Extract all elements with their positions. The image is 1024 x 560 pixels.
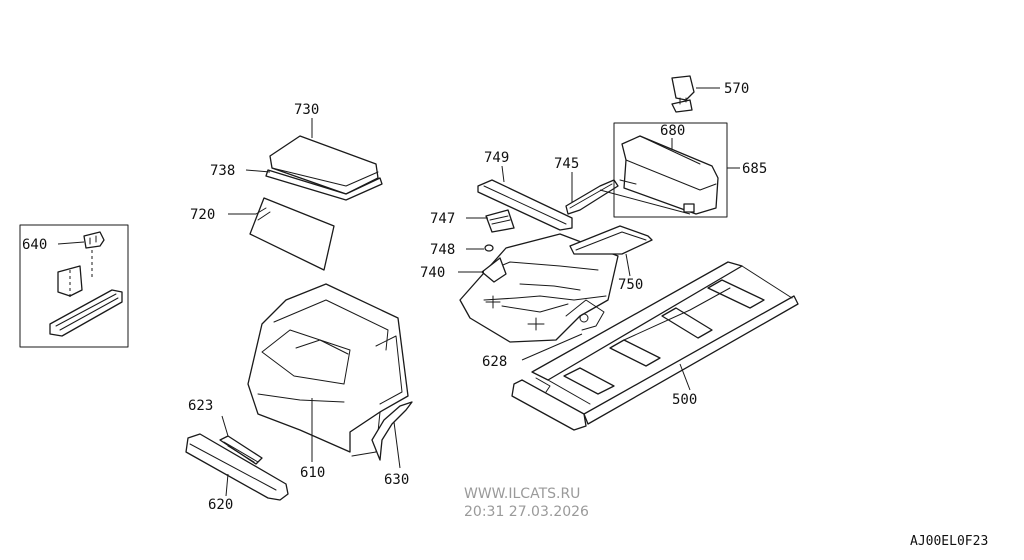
- callout-740[interactable]: 740: [420, 265, 445, 281]
- watermark-site: WWW.ILCATS.RU: [464, 486, 580, 502]
- cab-body-610[interactable]: [247, 283, 409, 457]
- grille-623[interactable]: [219, 435, 263, 465]
- callout-720[interactable]: 720: [190, 207, 215, 223]
- bumper-620[interactable]: [185, 433, 289, 501]
- callout-730[interactable]: 730: [294, 102, 319, 118]
- rail-745[interactable]: [565, 179, 619, 215]
- callout-628[interactable]: 628: [482, 354, 507, 370]
- member-750[interactable]: [569, 225, 653, 255]
- bracket-640[interactable]: [83, 231, 105, 249]
- frame-500[interactable]: [511, 261, 799, 431]
- windshield-720[interactable]: [249, 197, 335, 271]
- watermark-timestamp: 20:31 27.03.2026: [464, 504, 589, 520]
- callout-738[interactable]: 738: [210, 163, 235, 179]
- callout-745[interactable]: 745: [554, 156, 579, 172]
- callout-630[interactable]: 630: [384, 472, 409, 488]
- callout-680[interactable]: 680: [660, 123, 685, 139]
- detail-box-685: [613, 122, 728, 218]
- callout-749[interactable]: 749: [484, 150, 509, 166]
- callout-748[interactable]: 748: [430, 242, 455, 258]
- diagram-code: AJ00EL0F23: [910, 534, 988, 549]
- callout-750[interactable]: 750: [618, 277, 643, 293]
- callout-570[interactable]: 570: [724, 81, 749, 97]
- wheel-arch-630[interactable]: [371, 401, 413, 461]
- member-749[interactable]: [477, 179, 573, 231]
- detail-box-640: 640: [19, 224, 129, 348]
- plug-748[interactable]: [484, 244, 494, 252]
- roof-panel-730[interactable]: [269, 135, 379, 195]
- callout-747[interactable]: 747: [430, 211, 455, 227]
- callout-685[interactable]: 685: [742, 161, 767, 177]
- plate-747[interactable]: [485, 209, 515, 233]
- clip-570[interactable]: [671, 75, 695, 113]
- callout-500[interactable]: 500: [672, 392, 697, 408]
- floor-panel-740[interactable]: [459, 233, 619, 343]
- back-panel-680[interactable]: [619, 135, 719, 215]
- callout-623[interactable]: 623: [188, 398, 213, 414]
- roof-seal-738[interactable]: [265, 169, 383, 201]
- callout-620[interactable]: 620: [208, 497, 233, 513]
- callout-640[interactable]: 640: [22, 237, 47, 253]
- callout-610[interactable]: 610: [300, 465, 325, 481]
